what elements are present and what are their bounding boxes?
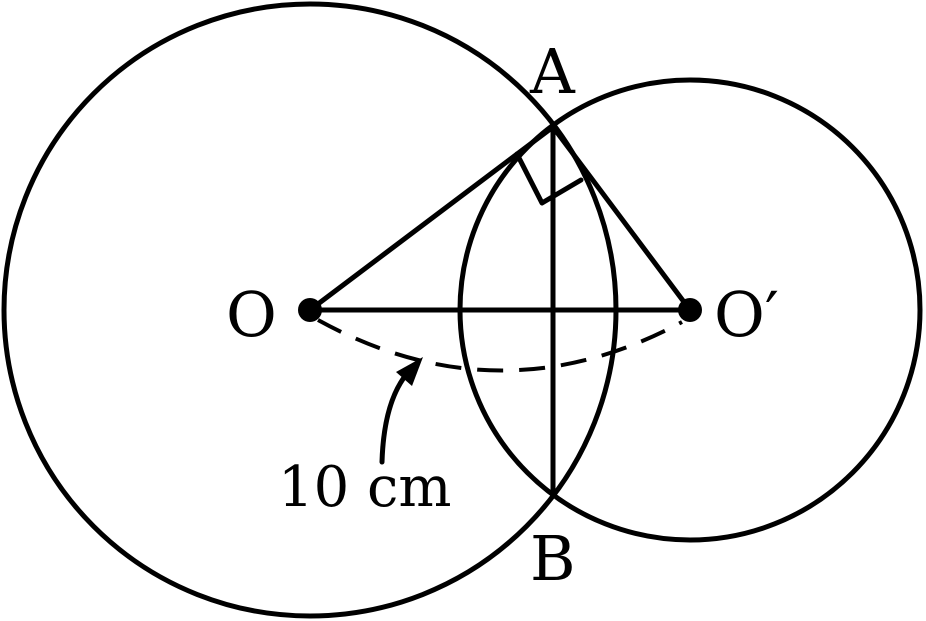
label-b: B — [530, 522, 576, 595]
radius-o-prime-a — [550, 124, 693, 313]
label-o-prime: O′ — [714, 278, 779, 351]
label-o: O — [226, 278, 277, 351]
label-a: A — [529, 35, 576, 108]
center-point-o — [298, 298, 322, 322]
radius-oa — [307, 124, 556, 313]
label-distance: 10 cm — [278, 455, 452, 520]
dimension-pointer — [379, 365, 415, 465]
dimension-arc — [317, 318, 683, 373]
center-point-o-prime — [678, 298, 702, 322]
right-angle-marker — [514, 151, 584, 206]
arrowhead-icon — [396, 357, 423, 386]
